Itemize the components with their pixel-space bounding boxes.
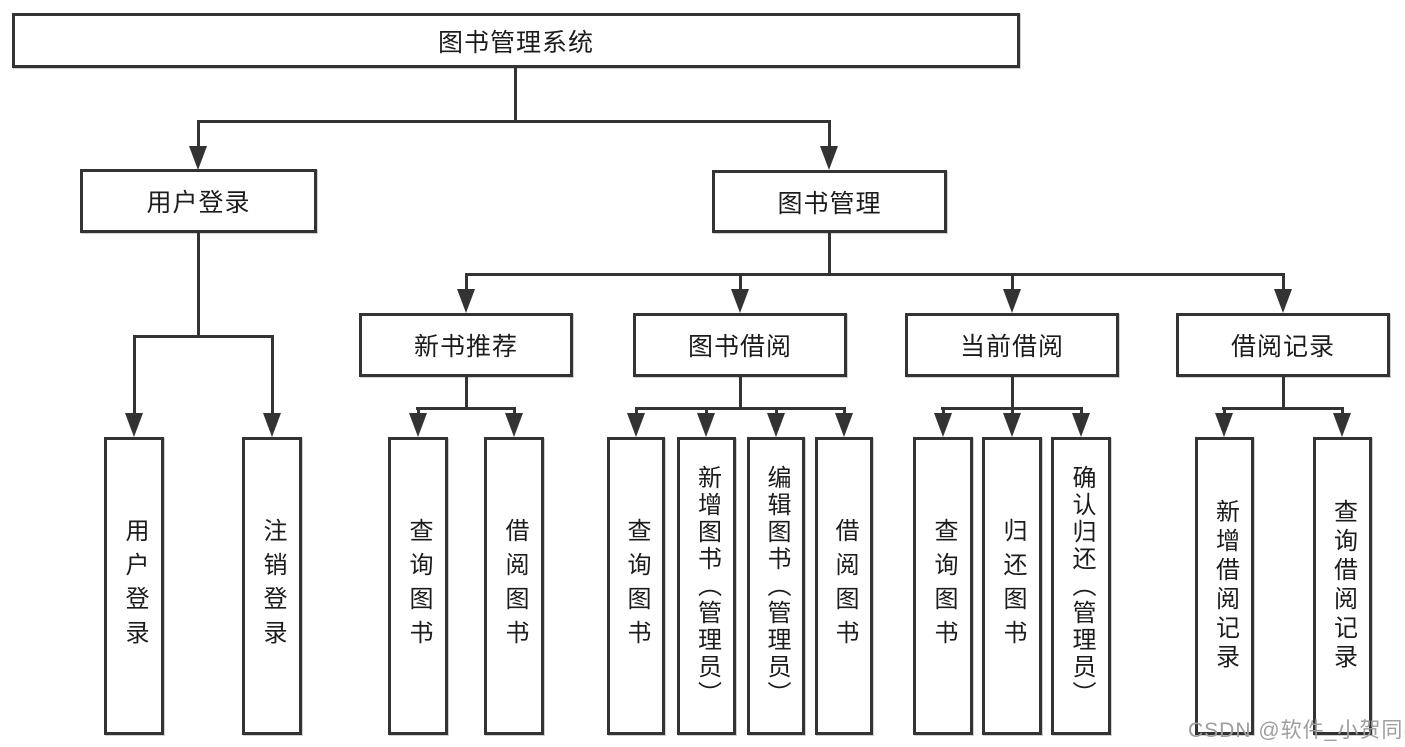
new-book-rec-node-box: 新书推荐 xyxy=(359,313,573,377)
arrowhead-icon xyxy=(697,413,715,437)
connector-level2-bar xyxy=(197,120,831,123)
leaf-label: 用户登录 xyxy=(121,518,148,654)
connector-leaf-drop xyxy=(513,407,516,415)
connector-leaf-drop xyxy=(705,407,708,415)
leaf-add-book-admin: 新增图书（管理员） xyxy=(677,437,736,735)
leaf-query-book: 查询图书 xyxy=(913,437,973,735)
book-mgmt-node-label: 图书管理 xyxy=(777,189,882,218)
root-node-label: 图书管理系统 xyxy=(437,28,594,57)
arrowhead-icon xyxy=(1274,289,1292,313)
leaf-add-borrow-record: 新增借阅记录 xyxy=(1195,437,1254,735)
connector-leaf-drop xyxy=(1011,407,1014,415)
leaf-label: 归还图书 xyxy=(999,518,1026,654)
connector-user-login-stem xyxy=(197,233,200,337)
arrowhead-icon xyxy=(627,413,645,437)
connector-level3-drop xyxy=(1011,273,1014,291)
leaf-label: 查询图书 xyxy=(623,518,650,654)
connector-leaf-drop xyxy=(133,335,136,415)
connector-group-bar xyxy=(635,407,846,410)
connector-group-stem xyxy=(465,377,468,409)
arrowhead-icon xyxy=(1003,413,1021,437)
leaf-label: 新增图书（管理员） xyxy=(693,464,721,708)
connector-leaf-drop xyxy=(843,407,846,415)
arrowhead-icon xyxy=(457,289,475,313)
connector-leaf-drop xyxy=(271,335,274,415)
leaf-return-book: 归还图书 xyxy=(982,437,1042,735)
book-borrow-node-label: 图书借阅 xyxy=(687,333,792,361)
connector-level3-drop xyxy=(465,273,468,291)
connector-group-bar xyxy=(416,407,516,410)
current-borrow-node-label: 当前借阅 xyxy=(959,333,1064,361)
leaf-label: 借阅图书 xyxy=(501,518,528,654)
leaf-label: 新增借阅记录 xyxy=(1211,499,1239,673)
connector-leaf-drop xyxy=(942,407,945,415)
leaf-label: 查询图书 xyxy=(405,518,432,654)
leaf-query-borrow-record: 查询借阅记录 xyxy=(1313,437,1372,735)
connector-leaf-drop xyxy=(1223,407,1226,415)
arrowhead-icon xyxy=(409,413,427,437)
leaf-label: 借阅图书 xyxy=(831,518,858,654)
leaf-label: 查询图书 xyxy=(930,518,957,654)
connector-root-stem xyxy=(514,68,517,122)
book-borrow-node-box: 图书借阅 xyxy=(633,313,847,377)
book-mgmt-node-box: 图书管理 xyxy=(712,170,947,233)
leaf-logout: 注销登录 xyxy=(242,437,302,735)
root-node-box: 图书管理系统 xyxy=(12,13,1020,68)
leaf-borrow-book: 借阅图书 xyxy=(484,437,544,735)
leaf-label: 确认归还（管理员） xyxy=(1068,464,1095,708)
arrowhead-icon xyxy=(1215,413,1233,437)
connector-user-login-drop xyxy=(197,120,200,148)
arrowhead-icon xyxy=(1072,413,1090,437)
connector-level3-drop xyxy=(1282,273,1285,291)
leaf-borrow-book: 借阅图书 xyxy=(815,437,873,735)
leaf-user-login: 用户登录 xyxy=(104,437,164,735)
connector-group-bar xyxy=(1222,407,1344,410)
leaf-edit-book-admin: 编辑图书（管理员） xyxy=(747,437,805,735)
arrowhead-icon xyxy=(125,413,143,437)
arrowhead-icon xyxy=(731,289,749,313)
arrowhead-icon xyxy=(1333,413,1351,437)
connector-level3-drop xyxy=(739,273,742,291)
connector-group-stem xyxy=(1282,377,1285,409)
connector-leaf-drop xyxy=(1341,407,1344,415)
arrowhead-icon xyxy=(934,413,952,437)
leaf-label: 注销登录 xyxy=(259,518,286,654)
connector-book-mgmt-stem xyxy=(828,233,831,275)
current-borrow-node-box: 当前借阅 xyxy=(905,313,1119,377)
leaf-confirm-return-admin: 确认归还（管理员） xyxy=(1051,437,1111,735)
connector-level3-bar xyxy=(465,273,1285,276)
arrowhead-icon xyxy=(189,146,207,170)
user-login-node-box: 用户登录 xyxy=(80,169,317,233)
borrow-record-node-box: 借阅记录 xyxy=(1176,313,1390,377)
connector-leaf-drop xyxy=(417,407,420,415)
borrow-record-node-label: 借阅记录 xyxy=(1230,333,1335,361)
connector-leaf-drop xyxy=(635,407,638,415)
connector-book-mgmt-drop xyxy=(828,120,831,148)
user-login-node-label: 用户登录 xyxy=(146,189,251,217)
connector-user-login-bar xyxy=(133,335,274,338)
connector-leaf-drop xyxy=(1080,407,1083,415)
arrowhead-icon xyxy=(505,413,523,437)
csdn-watermark: CSDN @软件_小贺同学 xyxy=(1188,719,1405,742)
arrowhead-icon xyxy=(263,413,281,437)
connector-group-stem xyxy=(739,377,742,409)
arrowhead-icon xyxy=(767,413,785,437)
leaf-label: 查询借阅记录 xyxy=(1329,499,1357,673)
leaf-query-book: 查询图书 xyxy=(388,437,448,735)
new-book-rec-node-label: 新书推荐 xyxy=(413,333,518,361)
arrowhead-icon xyxy=(1003,289,1021,313)
arrowhead-icon xyxy=(820,146,838,170)
arrowhead-icon xyxy=(835,413,853,437)
leaf-label: 编辑图书（管理员） xyxy=(763,464,790,708)
connector-group-stem xyxy=(1011,377,1014,409)
leaf-query-book: 查询图书 xyxy=(607,437,665,735)
connector-leaf-drop xyxy=(775,407,778,415)
